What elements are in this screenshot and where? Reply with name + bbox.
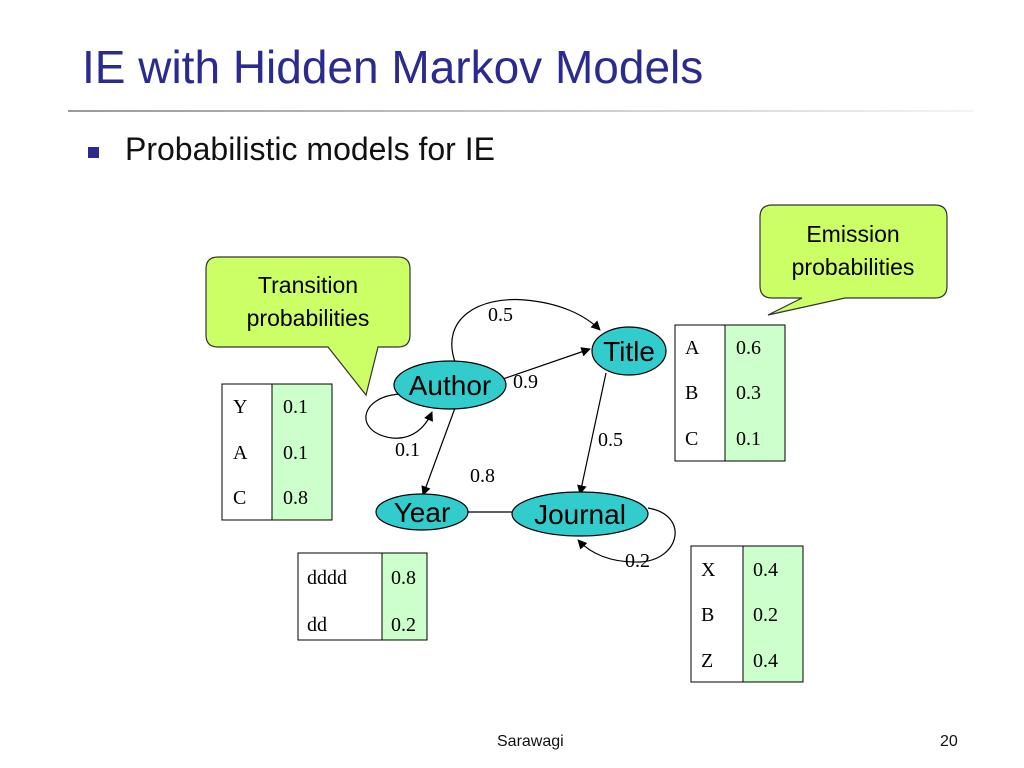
bullet-square-icon: [88, 147, 99, 158]
table-year-sym-1: dd: [307, 614, 327, 636]
emission-callout-line1: Emission: [806, 221, 899, 247]
edge-author-title-loop: [451, 298, 601, 363]
state-author-label: Author: [409, 370, 492, 401]
bullet-text: Probabilistic models for IE: [125, 131, 495, 167]
emission-table-title: A 0.6 B 0.3 C 0.1: [674, 324, 786, 462]
state-year-label: Year: [394, 497, 451, 528]
slide-title: IE with Hidden Markov Models: [82, 41, 704, 93]
table-title-prob-2: 0.1: [736, 428, 761, 450]
page-number: 20: [940, 733, 958, 750]
table-journal-prob-2: 0.4: [753, 650, 778, 672]
table-year-prob-0: 0.8: [391, 567, 416, 589]
table-author-sym-2: C: [233, 487, 246, 509]
state-author: Author: [393, 360, 507, 410]
edge-author-self: [365, 393, 433, 439]
transition-callout-line2: probabilities: [247, 305, 370, 331]
emission-table-author: Y 0.1 A 0.1 C 0.8: [221, 383, 333, 521]
title-underline: [68, 110, 973, 112]
table-title-sym-0: A: [685, 337, 700, 359]
edges: [365, 298, 676, 563]
state-year: Year: [375, 493, 469, 531]
table-journal-prob-1: 0.2: [753, 604, 778, 626]
emission-table-year: dddd 0.8 dd 0.2: [297, 552, 428, 641]
state-title-label: Title: [603, 336, 655, 367]
edge-author-year: [421, 407, 456, 496]
table-author-prob-0: 0.1: [283, 396, 308, 418]
table-year-sym-0: dddd: [307, 567, 347, 589]
table-author-prob-2: 0.8: [283, 487, 308, 509]
transition-callout-line1: Transition: [258, 272, 358, 298]
edge-label-author-year: 0.8: [470, 465, 495, 487]
edge-title-journal: [577, 372, 607, 495]
table-year-prob-1: 0.2: [391, 614, 416, 636]
table-author-sym-1: A: [233, 442, 248, 464]
state-title: Title: [591, 326, 667, 376]
edge-label-title-journal: 0.5: [598, 429, 623, 451]
edge-author-title: [499, 347, 591, 381]
table-author-sym-0: Y: [233, 396, 247, 418]
table-journal-sym-0: X: [701, 559, 716, 581]
emission-table-journal: X 0.4 B 0.2 Z 0.4: [690, 545, 804, 683]
edge-label-author-self: 0.1: [395, 439, 420, 461]
emission-callout: Emission probabilities: [759, 204, 948, 316]
table-title-sym-1: B: [685, 382, 698, 404]
state-journal-label: Journal: [534, 499, 626, 530]
transition-callout: Transition probabilities: [205, 256, 411, 397]
edge-label-author-title: 0.9: [513, 371, 538, 393]
table-journal-sym-1: B: [701, 604, 714, 626]
footer-author: Sarawagi: [497, 733, 564, 750]
table-title-sym-2: C: [685, 428, 698, 450]
state-journal: Journal: [511, 491, 649, 537]
table-journal-sym-2: Z: [701, 650, 713, 672]
table-title-prob-1: 0.3: [736, 382, 761, 404]
edge-journal-self: [577, 507, 676, 563]
table-journal-prob-0: 0.4: [753, 559, 778, 581]
table-author-prob-1: 0.1: [283, 442, 308, 464]
edge-label-author-title-loop: 0.5: [488, 304, 513, 326]
edge-label-journal-self: 0.2: [625, 550, 650, 572]
emission-callout-line2: probabilities: [792, 254, 915, 280]
table-title-prob-0: 0.6: [736, 337, 761, 359]
